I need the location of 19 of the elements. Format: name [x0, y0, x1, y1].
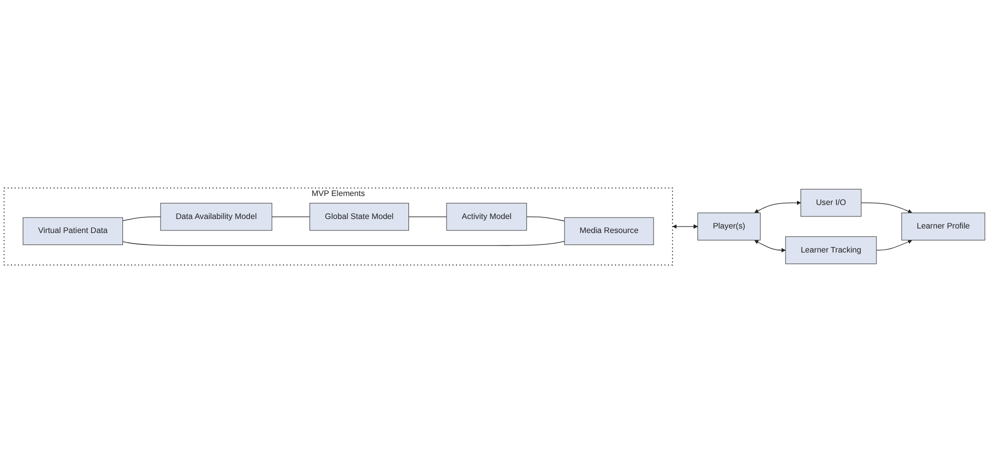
node-box: Activity Model	[446, 202, 527, 231]
arrow	[860, 202, 912, 214]
node-box: Global State Model	[310, 202, 409, 231]
arrow	[672, 224, 698, 229]
connector	[408, 216, 447, 218]
arrow	[876, 240, 912, 251]
arrow	[754, 200, 802, 213]
node-box: Virtual Patient Data	[22, 217, 123, 246]
connector	[122, 216, 161, 222]
connector	[272, 216, 310, 218]
node-box: Learner Tracking	[785, 236, 877, 264]
node-box: Learner Profile	[901, 212, 986, 240]
connector	[122, 240, 565, 246]
node-box: User I/O	[800, 188, 862, 217]
arrow	[754, 240, 786, 252]
connector	[526, 216, 565, 222]
node-box: Media Resource	[564, 217, 654, 246]
node-box: Player(s)	[697, 212, 761, 240]
node-box: Data Availability Model	[160, 202, 272, 231]
